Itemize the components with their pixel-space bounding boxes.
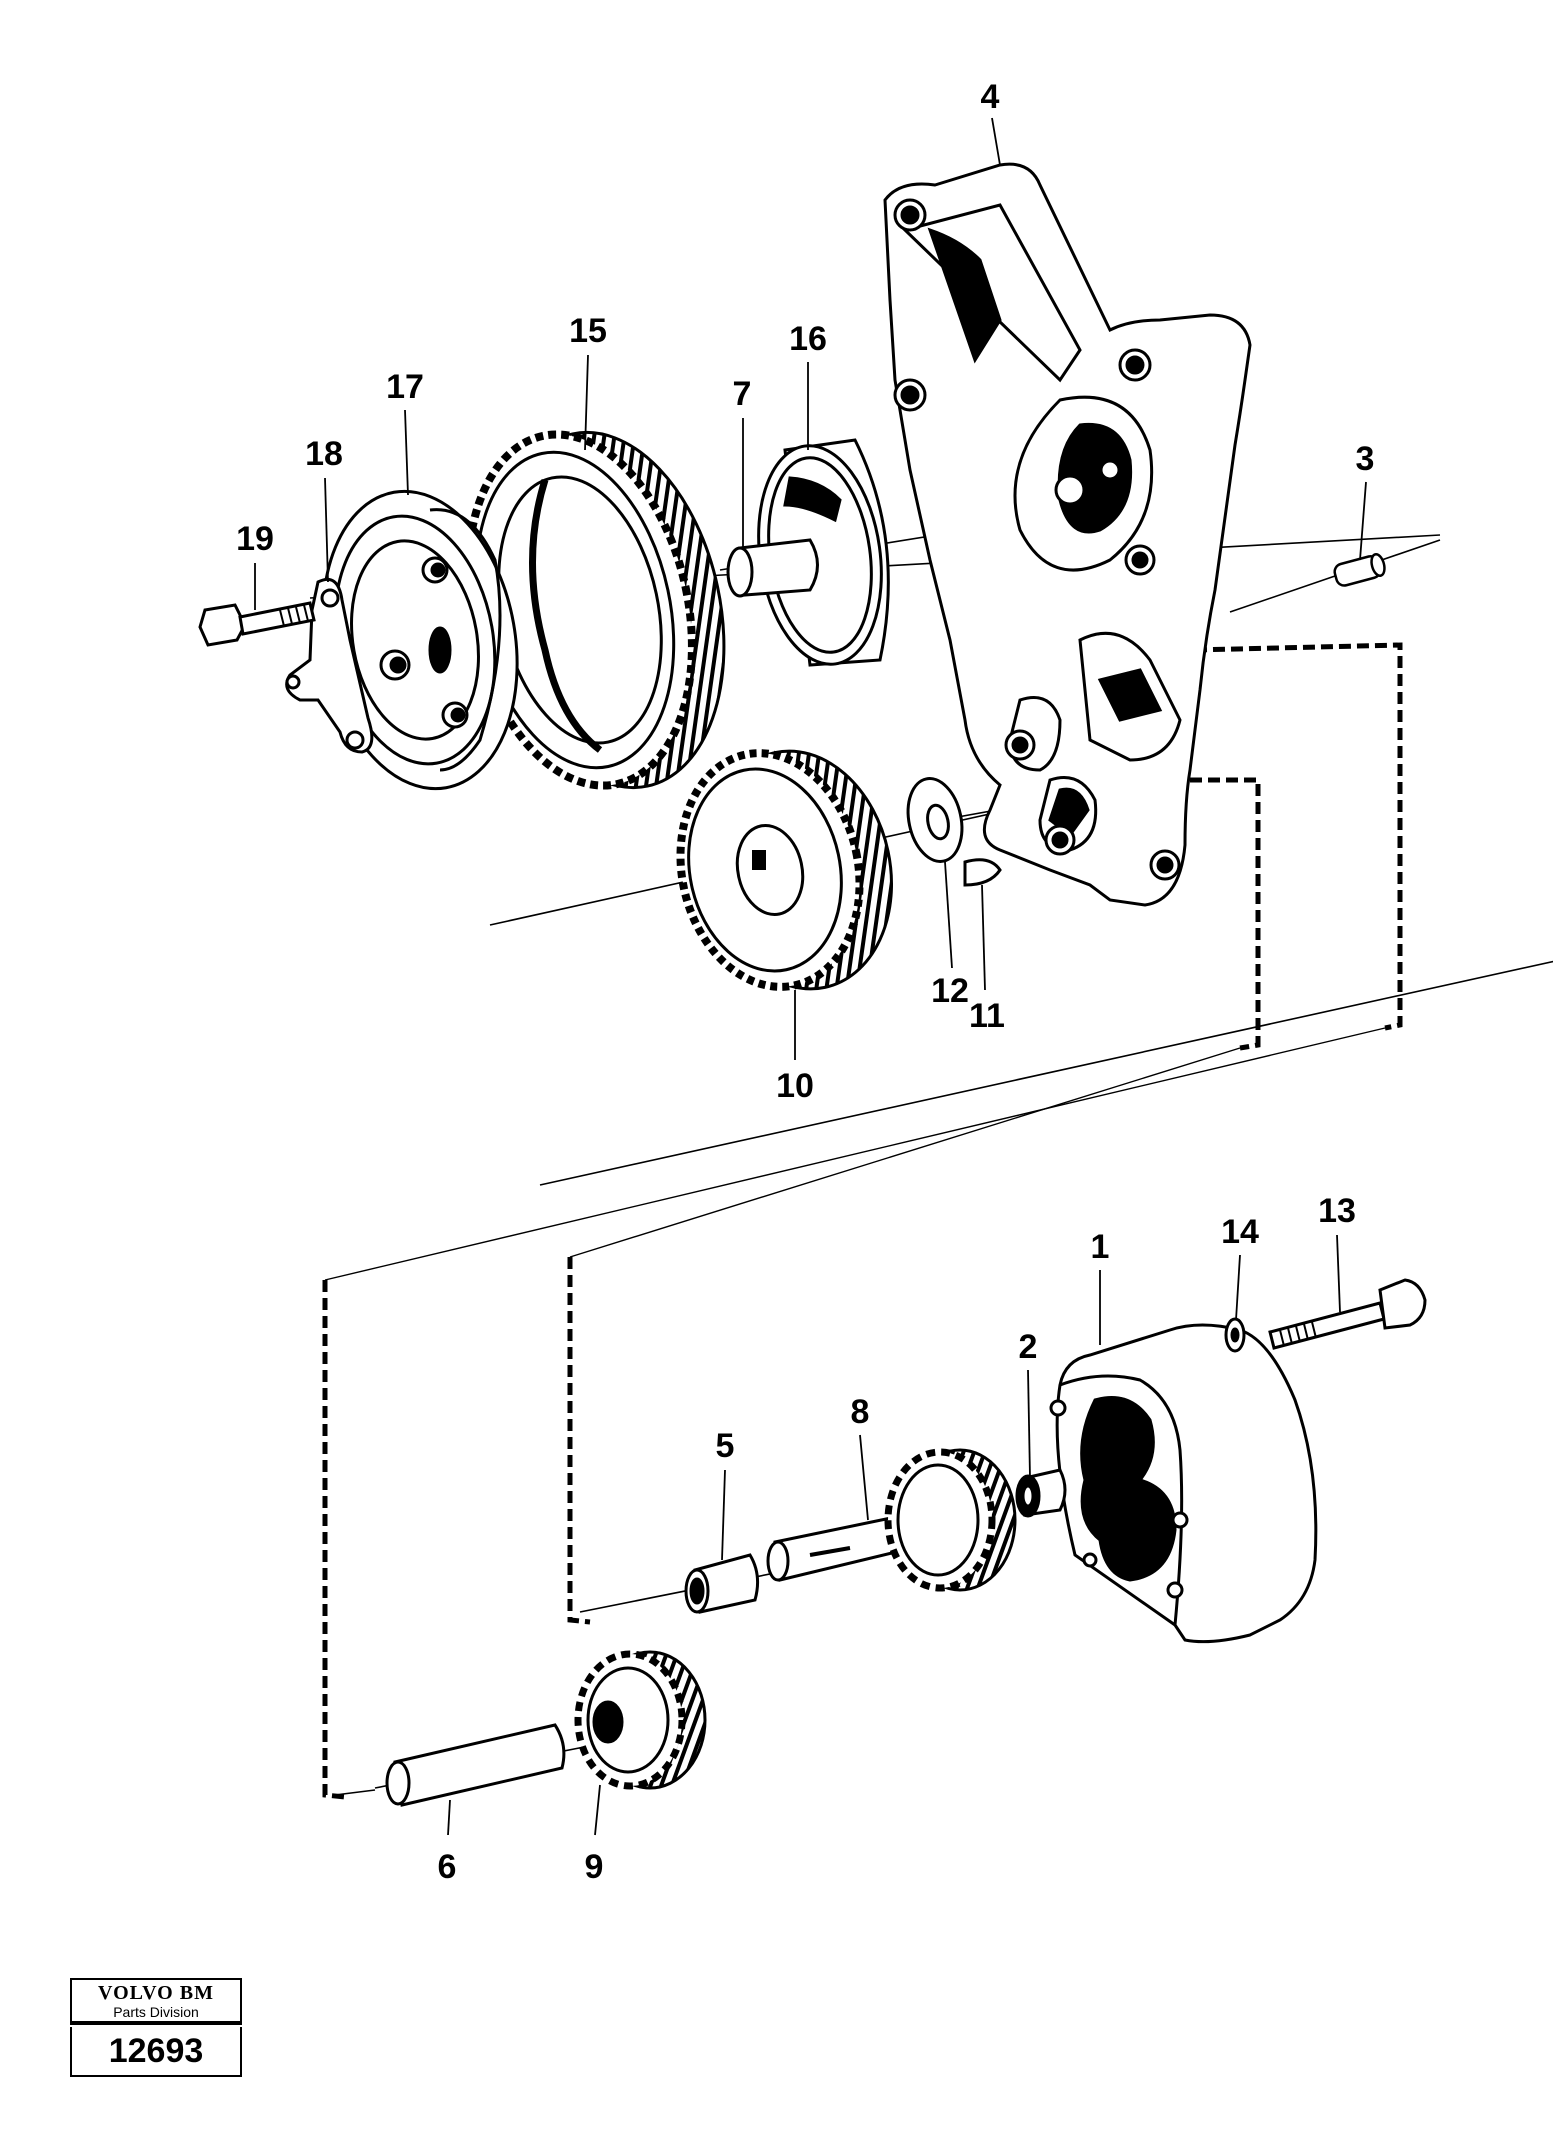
connection-lines (324, 1027, 1386, 1281)
callout-9: 9 (585, 1848, 604, 1886)
pump-bushing (684, 1553, 760, 1614)
callout-7: 7 (733, 375, 752, 413)
callout-4: 4 (981, 78, 1000, 116)
callout-12: 12 (931, 972, 969, 1010)
callout-11: 11 (969, 997, 1005, 1035)
callout-17: 17 (386, 368, 424, 406)
callout-3: 3 (1356, 440, 1375, 478)
drawing-number: 12693 (70, 2027, 242, 2077)
callout-10: 10 (776, 1067, 814, 1105)
bushing-sleeve (757, 438, 890, 667)
woodruff-key (963, 858, 1002, 887)
callout-14: 14 (1221, 1213, 1259, 1251)
callout-labels: 4 3 15 16 7 17 18 19 10 12 11 1 2 14 13 … (236, 78, 1374, 1886)
stamp-division: Parts Division (72, 2004, 240, 2023)
idler-shaft (385, 1723, 566, 1807)
shaft-spacer (1015, 1468, 1067, 1518)
connection-brackets (322, 642, 1403, 1800)
callout-13: 13 (1318, 1192, 1356, 1230)
pulley-hub (321, 489, 519, 791)
pump-gear-shaft (766, 1448, 1017, 1592)
stamp-brand: VOLVO BM (98, 1982, 214, 2004)
pump-bolt (1268, 1278, 1427, 1350)
lock-plate (285, 577, 374, 754)
callout-1: 1 (1091, 1228, 1110, 1266)
thrust-washer (906, 777, 964, 863)
stub-shaft (726, 538, 819, 598)
callout-6: 6 (438, 1848, 457, 1886)
idler-gear (574, 1650, 707, 1790)
callout-18: 18 (305, 435, 343, 473)
bolt-washer (1224, 1317, 1246, 1353)
pump-drive-gear (676, 749, 894, 991)
callout-5: 5 (716, 1427, 735, 1465)
volvo-bm-stamp: VOLVO BM Parts Division (70, 1978, 242, 2025)
oil-pump-body (1049, 1323, 1318, 1644)
leader-lines (254, 117, 1367, 1836)
callout-16: 16 (789, 320, 827, 358)
hex-bolt (198, 601, 316, 647)
callout-19: 19 (236, 520, 274, 558)
timing-cover-housing (883, 162, 1252, 907)
callout-15: 15 (569, 312, 607, 350)
callout-2: 2 (1019, 1328, 1038, 1366)
callout-8: 8 (851, 1393, 870, 1431)
dowel-pin (1333, 553, 1386, 587)
